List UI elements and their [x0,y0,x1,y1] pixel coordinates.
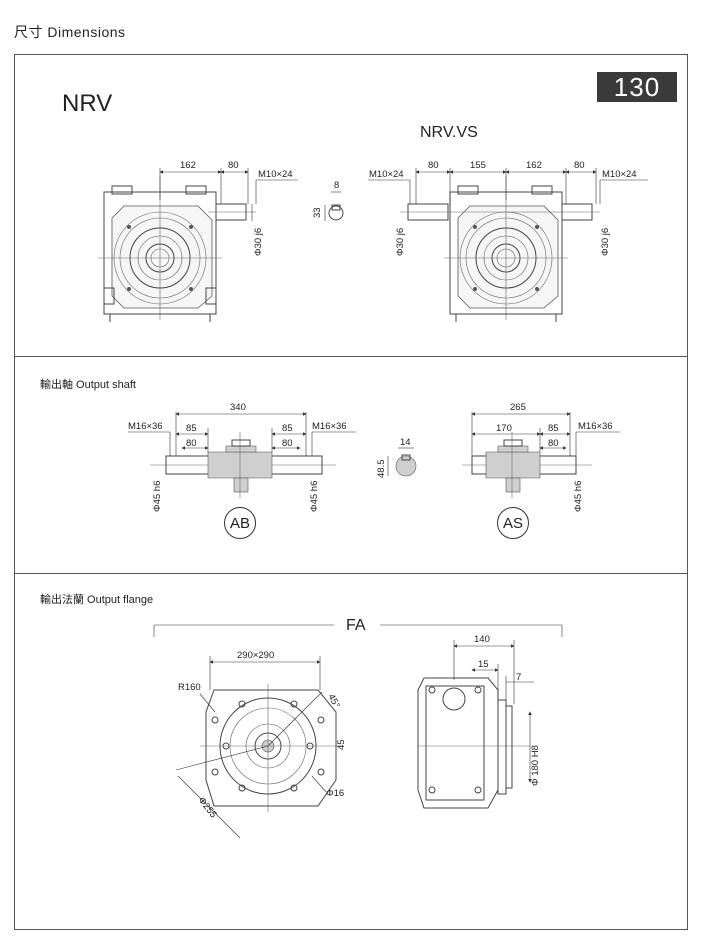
section-divider-2 [14,573,688,574]
as-thread: M16×36 [578,421,613,432]
side-pilot: Φ 180 H8 [530,745,541,786]
shaft-key-detail: 14 48.5 [376,437,417,479]
ab-thread-left: M16×36 [128,421,163,432]
flange-square: 290×290 [237,650,274,661]
flange-radius: R160 [178,682,201,693]
flange-bolt: Φ16 [326,788,344,799]
nrvvs-dimensions: 80 155 162 80 M10×24 M10×24 Φ30 j6 Φ30 j… [368,160,648,256]
nrv-dim-162: 162 [180,160,196,171]
vs-dim-80-right: 80 [574,160,585,171]
nrv-gearbox-view [98,176,256,322]
nrv-dim-80: 80 [228,160,239,171]
as-80: 80 [548,438,559,449]
ab-80-left: 80 [186,438,197,449]
nrv-dimensions: 162 80 M10×24 Φ30 j6 [159,160,298,256]
ab-85-right: 85 [282,423,293,434]
output-flange-label: 輸出法蘭 Output flange [40,594,154,606]
fa-header-line: FA [153,617,563,637]
ab-80-right: 80 [282,438,293,449]
vs-dim-162: 162 [526,160,542,171]
as-tag: AS [497,507,529,539]
nrv-thread: M10×24 [258,169,293,180]
ab-total: 340 [230,402,246,413]
key-width-8: 8 [334,180,339,191]
flange-angle-2: 45 [336,739,347,750]
flange-front-view: 290×290 R160 45° 45 Φ16 Φ255 [175,650,347,839]
as-85: 85 [548,423,559,434]
as-shaft-view: 265 170 85 80 M16×36 Φ45 h6 [462,402,620,512]
section-divider-1 [14,356,688,357]
fa-label: FA [346,617,366,634]
page-title: 尺寸 Dimensions [14,24,126,40]
shaft-key-width: 14 [400,437,411,448]
flange-angle: 45° [325,692,342,710]
flange-side-view: 140 15 7 Φ 180 H8 [417,634,541,809]
side-dim-15: 15 [478,659,489,670]
ab-85-left: 85 [186,423,197,434]
vs-thread-right: M10×24 [602,169,637,180]
side-dim-140: 140 [474,634,490,645]
ab-tag: AB [224,507,256,539]
model-number-badge: 130 [597,72,677,102]
ab-thread-right: M16×36 [312,421,347,432]
output-shaft-label: 輸出軸 Output shaft [40,379,136,391]
vs-thread-left: M10×24 [369,169,404,180]
ab-shaft-view: 340 85 80 85 80 M16×36 M16×36 Φ45 h6 Φ45… [128,402,356,512]
ab-shaft-left: Φ45 h6 [152,481,163,512]
vs-shaft-left: Φ30 j6 [395,228,406,256]
nrv-shaft: Φ30 j6 [253,228,264,256]
nrvvs-label: NRV.VS [420,124,478,141]
as-total: 265 [510,402,526,413]
as-170: 170 [496,423,512,434]
nrv-label: NRV [62,90,113,117]
drawing-frame [14,54,688,930]
key-height-33: 33 [312,207,323,218]
vs-dim-80-left: 80 [428,160,439,171]
shaft-key-height: 48.5 [376,460,387,479]
vs-dim-155: 155 [470,160,486,171]
side-dim-7: 7 [516,672,521,683]
nrvvs-gearbox-view [400,176,600,322]
ab-shaft-right: Φ45 h6 [309,481,320,512]
as-shaft: Φ45 h6 [573,481,584,512]
vs-shaft-right: Φ30 j6 [600,228,611,256]
top-key-detail: 8 33 [312,180,344,221]
flange-pcd: Φ255 [196,795,219,820]
